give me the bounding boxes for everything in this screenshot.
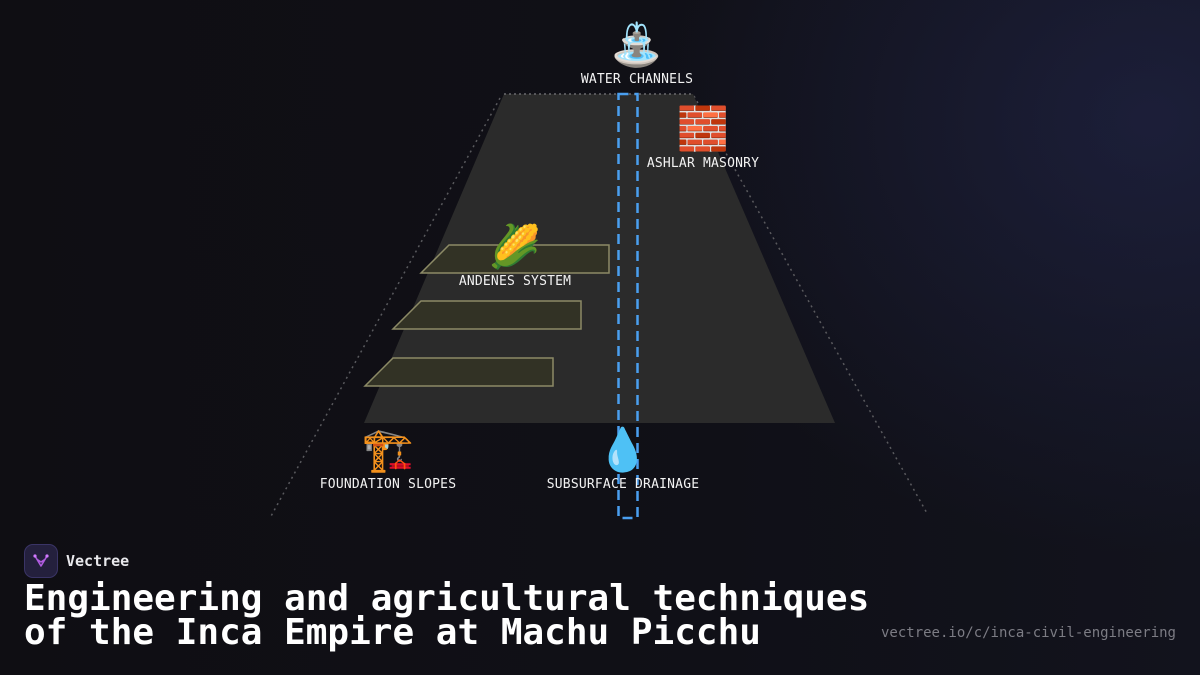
- page-title: Engineering and agricultural techniques …: [24, 578, 870, 653]
- drainage-channel: [617, 92, 639, 520]
- brand-name: Vectree: [66, 552, 130, 570]
- perspective-line-left: [269, 97, 501, 519]
- fountain-icon: ⛲: [610, 23, 664, 69]
- node-subsurface-drainage: 💧 SUBSURFACE DRAINAGE: [547, 427, 700, 492]
- brand[interactable]: Vectree: [24, 544, 129, 578]
- water-channels-label: WATER CHANNELS: [580, 72, 694, 87]
- terrace-1: [419, 244, 610, 274]
- subsurface-drainage-label: SUBSURFACE DRAINAGE: [546, 477, 700, 492]
- ashlar-masonry-label: ASHLAR MASONRY: [646, 156, 760, 171]
- vectree-logo-icon: [24, 544, 58, 578]
- source-url[interactable]: vectree.io/c/inca-civil-engineering: [880, 625, 1176, 641]
- node-ashlar-masonry: 🧱 ASHLAR MASONRY: [647, 106, 759, 171]
- node-andenes-system: 🌽 ANDENES SYSTEM: [459, 224, 571, 289]
- terrace-2: [391, 300, 582, 330]
- terrace-3: [363, 357, 554, 387]
- water-drop-icon: 💧: [596, 428, 650, 474]
- corn-icon: 🌽: [488, 225, 542, 271]
- node-water-channels: ⛲ WATER CHANNELS: [581, 22, 693, 87]
- perspective-line-right: [693, 95, 929, 516]
- andenes-system-label: ANDENES SYSTEM: [458, 274, 572, 289]
- construction-crane-icon: 🏗️: [361, 428, 415, 474]
- foundation-slopes-label: FOUNDATION SLOPES: [319, 477, 457, 492]
- brick-icon: 🧱: [676, 107, 730, 153]
- node-foundation-slopes: 🏗️ FOUNDATION SLOPES: [320, 427, 456, 492]
